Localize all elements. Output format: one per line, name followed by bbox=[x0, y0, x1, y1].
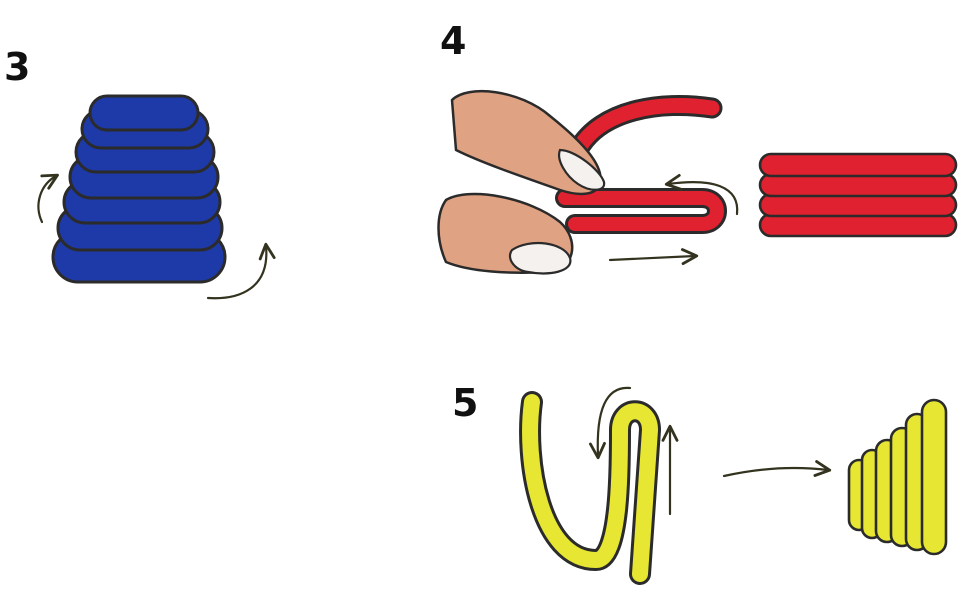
direction-arrow-icon bbox=[608, 248, 699, 266]
step-number-3: 3 bbox=[4, 45, 31, 89]
red-coil-stack bbox=[758, 152, 958, 238]
coil-ring bbox=[758, 152, 958, 178]
direction-arrow-icon bbox=[722, 460, 832, 478]
rotate-arrow-icon bbox=[664, 173, 739, 216]
coil-ring bbox=[88, 94, 200, 132]
yellow-coil-stack bbox=[847, 398, 948, 556]
rotate-arrow-icon bbox=[589, 386, 632, 460]
step5-illustration bbox=[519, 386, 948, 585]
step-number-5: 5 bbox=[452, 381, 479, 425]
rotate-arrow-icon bbox=[206, 242, 276, 300]
step4-illustration bbox=[437, 89, 958, 275]
yellow-folded-coil bbox=[519, 391, 661, 585]
blue-coil-stack bbox=[51, 94, 227, 284]
nail-icon bbox=[508, 242, 572, 275]
step3-illustration bbox=[37, 94, 276, 300]
coil-ring bbox=[920, 398, 948, 556]
rotate-arrow-icon bbox=[37, 173, 59, 224]
nail-icon bbox=[558, 148, 606, 191]
step-number-4: 4 bbox=[440, 19, 467, 63]
red-folded-coil bbox=[555, 94, 727, 234]
